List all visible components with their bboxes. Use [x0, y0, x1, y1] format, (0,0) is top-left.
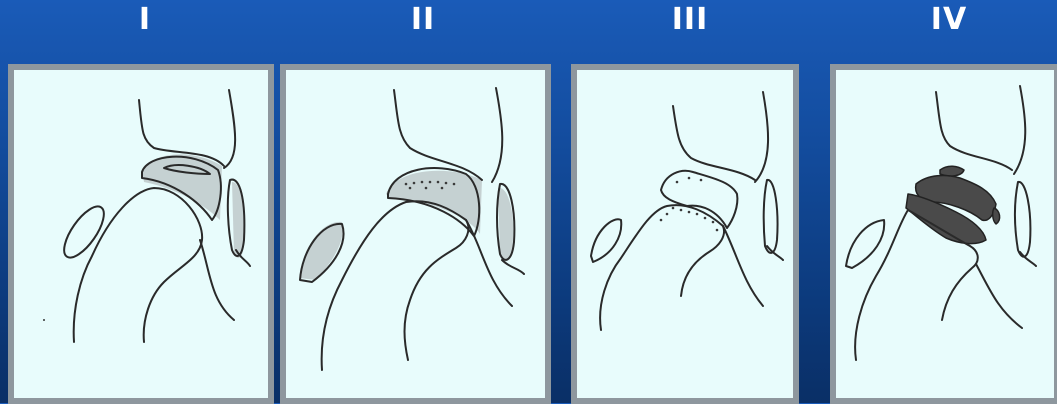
stage-3-panel	[571, 64, 799, 404]
stage-label-2: II	[363, 2, 483, 37]
stage-1-joint-drawing	[14, 70, 268, 398]
stage-3-joint-drawing	[577, 70, 793, 398]
stage-label-1: I	[85, 2, 205, 37]
stage-4-joint-drawing	[836, 70, 1054, 398]
stage-label-3: III	[630, 2, 750, 37]
stage-2-panel	[280, 64, 551, 404]
stage-4-panel	[830, 64, 1057, 404]
stage-label-4: IV	[889, 2, 1009, 37]
stage-1-panel	[8, 64, 274, 404]
stage-2-joint-drawing	[286, 70, 545, 398]
